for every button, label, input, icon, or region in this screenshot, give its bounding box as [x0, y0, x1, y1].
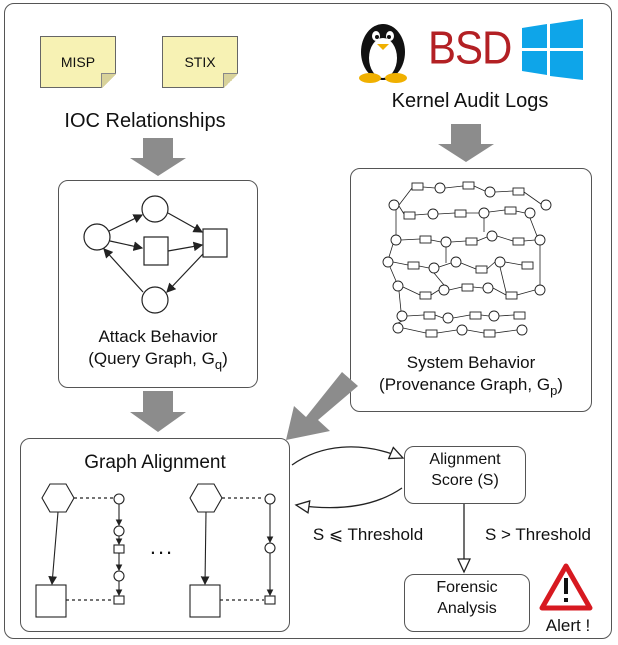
alignment-score-caption: Alignment Score (S) — [404, 450, 526, 492]
qg-node-center — [143, 236, 169, 266]
alignment-graphs — [35, 483, 276, 618]
provenance-graph-caption: System Behavior (Provenance Graph, Gp) — [379, 353, 563, 399]
ioc-down-arrow — [130, 138, 186, 176]
alignment-score-line1: Alignment — [429, 451, 501, 468]
query-square-right — [189, 584, 221, 618]
provenance-graph-label: (Provenance Graph, G — [379, 375, 551, 395]
misp-label: MISP — [60, 54, 96, 70]
provenance-graph-subscript: p — [550, 383, 558, 399]
query-square-left — [35, 584, 67, 618]
query-graph-subscript: q — [214, 357, 223, 373]
query-graph-label: (Query Graph, G — [88, 349, 215, 369]
provenance-diagonal-arrow — [286, 372, 358, 440]
alert-label: Alert ! — [545, 616, 591, 635]
query-hex-left — [41, 483, 75, 513]
diagram-frame — [4, 3, 612, 639]
qg-node-right — [202, 228, 228, 258]
query-graph — [83, 195, 228, 314]
provenance-graph — [382, 181, 552, 338]
alignment-score-box — [404, 446, 526, 504]
kernel-down-arrow — [438, 124, 494, 162]
forensic-line1: Forensic — [436, 579, 498, 596]
misp-note: MISP — [40, 36, 116, 88]
bsd-logo: BSD — [428, 21, 512, 74]
kernel-audit-logs-label: Kernel Audit Logs — [391, 90, 549, 112]
query-graph-caption: Attack Behavior (Query Graph, Gq) — [88, 327, 228, 373]
qg-node-top — [141, 195, 169, 223]
alignment-score-line2: Score (S) — [431, 471, 499, 489]
forensic-analysis-caption: Forensic Analysis — [404, 578, 530, 620]
linux-tux-icon — [359, 24, 407, 83]
query-down-arrow — [130, 391, 186, 432]
system-behavior-label: System Behavior — [406, 353, 536, 372]
forensic-analysis-box — [404, 574, 530, 632]
attack-behavior-label: Attack Behavior — [98, 327, 218, 346]
le-threshold-label: S ⩽ Threshold — [312, 525, 424, 544]
gt-threshold-label: S > Threshold — [484, 525, 591, 544]
le-threshold-arrow — [296, 487, 403, 508]
stix-note: STIX — [162, 36, 238, 88]
windows-logo — [522, 19, 583, 80]
graph-alignment-title: Graph Alignment — [84, 452, 226, 473]
ioc-relationships-label: IOC Relationships — [64, 110, 226, 132]
qg-node-left — [83, 223, 111, 251]
forensic-line2: Analysis — [437, 599, 497, 617]
stix-label: STIX — [184, 54, 216, 70]
alignment-ellipsis: ... — [149, 534, 175, 559]
qg-node-bottom — [141, 286, 169, 314]
alert-warning-icon — [539, 563, 593, 611]
to-score-arrow — [291, 446, 403, 466]
query-hex-right — [189, 483, 223, 513]
